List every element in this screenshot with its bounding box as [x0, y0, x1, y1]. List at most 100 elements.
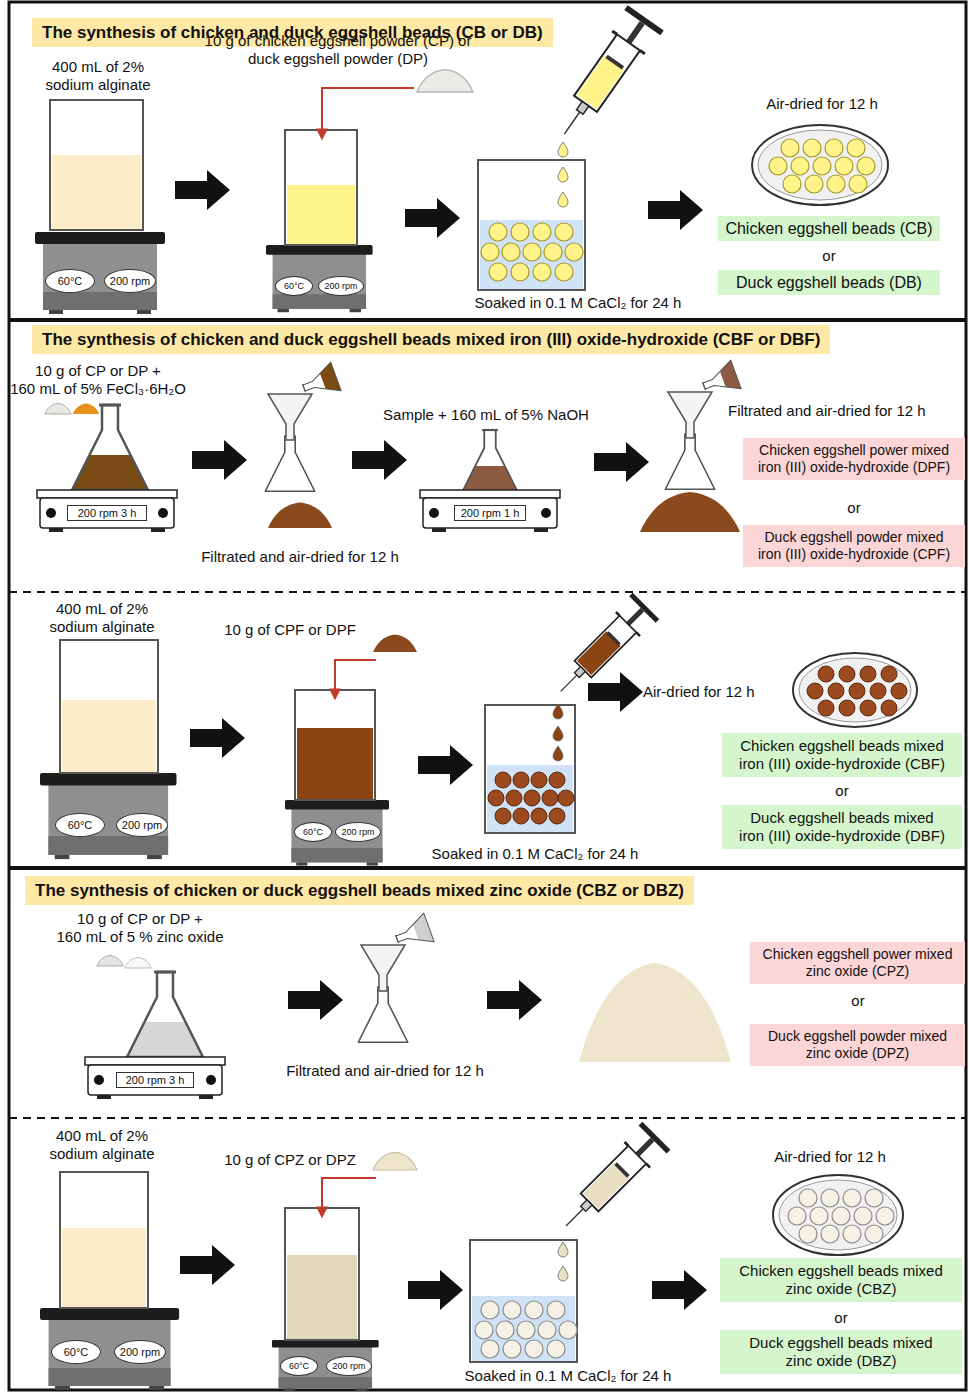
process-arrow: [588, 672, 643, 712]
alginate-beads: [533, 263, 551, 281]
alginate-beads: [559, 1321, 577, 1339]
node-text: 60°C: [303, 828, 323, 837]
alginate-beads: [525, 1340, 543, 1358]
node-text: Duck eggshell powder mixed iron (III) ox…: [753, 529, 955, 563]
node-text: Duck eggshell beads mixed iron (III) oxi…: [737, 809, 947, 845]
drop: [558, 1242, 568, 1257]
text-label-box: 400 mL of 2% sodium alginate: [33, 58, 163, 94]
alginate-beads: [870, 683, 886, 699]
step-label: 10 g of chicken eggshell powder (CP) or …: [205, 32, 472, 67]
flask: [72, 405, 148, 490]
petri-dish: [752, 125, 888, 205]
alginate-beads: [803, 139, 821, 157]
process-arrow: [180, 1245, 235, 1285]
setting-oval: 200 rpm: [335, 822, 380, 842]
alginate-beads: [555, 223, 573, 241]
filtration-setup: [265, 362, 341, 491]
alginate-beads: [788, 1189, 894, 1243]
step-label: 10 g of CP or DP + 160 mL of 5 % zinc ox…: [56, 910, 223, 945]
alginate-beads: [488, 772, 574, 824]
reagent-powder: [73, 403, 99, 414]
alginate-beads: [839, 700, 855, 716]
alginate-beads: [847, 139, 865, 157]
alginate-beads: [828, 683, 844, 699]
hot-plate: [272, 1340, 379, 1391]
setting-oval: 200 rpm: [326, 1356, 371, 1376]
section-header: The synthesis of chicken or duck eggshel…: [25, 876, 694, 905]
wrap-spacer: [171, 362, 191, 380]
filtration-setup: [358, 913, 434, 1042]
process-arrow: [594, 442, 649, 482]
beaker: [285, 130, 357, 245]
text-label-box: Filtrated and air-dried for 12 h: [201, 548, 399, 566]
step-label: or: [851, 992, 864, 1009]
alginate-beads: [525, 1301, 543, 1319]
alginate-beads: [547, 1301, 565, 1319]
step-label: or: [847, 499, 860, 516]
alginate-beads: [810, 1207, 828, 1225]
setting-oval: 60°C: [51, 1340, 101, 1364]
alginate-beads: [843, 1189, 861, 1207]
alginate-beads: [849, 175, 867, 193]
alginate-beads: [558, 790, 574, 806]
syringe: [547, 593, 659, 705]
syringe: [546, 5, 663, 147]
drop: [558, 1242, 568, 1281]
petri-dish: [799, 658, 911, 722]
beaker: [60, 640, 575, 833]
alginate-beads: [821, 1189, 839, 1207]
alginate-beads: [799, 1189, 817, 1207]
shaker: [37, 490, 177, 532]
beaker: [60, 640, 158, 773]
setting-oval: 200 rpm: [104, 269, 156, 293]
alginate-beads: [818, 666, 834, 682]
process-arrow: [192, 440, 247, 480]
alginate-beads: [475, 1321, 493, 1339]
hot-plate: [35, 232, 165, 314]
alginate-beads: [489, 263, 507, 281]
alginate-beads: [783, 175, 801, 193]
beaker: [480, 220, 583, 289]
iron-powder: [268, 502, 332, 528]
alginate-beads: [481, 223, 583, 281]
addition-arrow: [335, 660, 376, 698]
alginate-beads: [531, 772, 547, 788]
panel-frame: [9, 318, 966, 322]
text-label-box: 10 g of CP or DP + 160 mL of 5% FeCl₃·6H…: [5, 362, 191, 398]
node-text: 60°C: [284, 282, 304, 291]
hot-plate: [40, 773, 177, 859]
node-text: 200 rpm 3 h: [126, 1075, 185, 1086]
alginate-beads: [769, 139, 875, 193]
setting-oval: 60°C: [55, 813, 105, 837]
step-label: Filtrated and air-dried for 12 h: [728, 402, 926, 419]
petri-dish: [773, 1175, 903, 1255]
alginate-beads: [503, 1301, 521, 1319]
node-text: 200 rpm: [110, 276, 150, 287]
panel-frame: [9, 2, 966, 1390]
step-label: 400 mL of 2% sodium alginate: [49, 600, 154, 635]
petri-dish: [793, 653, 917, 727]
reagent-powder: [45, 403, 71, 414]
hot-plate: [266, 245, 373, 312]
text-label-box: Soaked in 0.1 M CaCl₂ for 24 h: [465, 1367, 672, 1385]
process-arrow: [418, 745, 473, 785]
shaker-setting: 200 rpm 3 h: [67, 505, 147, 521]
alginate-beads: [781, 139, 799, 157]
reagent-powder: [125, 957, 151, 968]
beaker: [287, 185, 355, 244]
alginate-beads: [769, 157, 787, 175]
wrap-spacer: [213, 910, 230, 928]
alginate-beads: [511, 263, 529, 281]
process-arrow: [190, 672, 643, 785]
product-box: Duck eggshell beads (DB): [718, 270, 940, 295]
step-label: Air-dried for 12 h: [643, 683, 755, 700]
shaker: [420, 490, 560, 532]
alginate-beads: [788, 1207, 806, 1225]
node-text: 60°C: [68, 820, 93, 831]
addition-arrow: [322, 88, 414, 138]
step-label: Soaked in 0.1 M CaCl₂ for 24 h: [475, 294, 682, 311]
node-text: 200 rpm: [324, 282, 357, 291]
intermediate-box: Chicken eggshell power mixed zinc oxide …: [750, 942, 965, 984]
alginate-beads: [843, 1225, 861, 1243]
text-label-box: or: [834, 1309, 847, 1327]
